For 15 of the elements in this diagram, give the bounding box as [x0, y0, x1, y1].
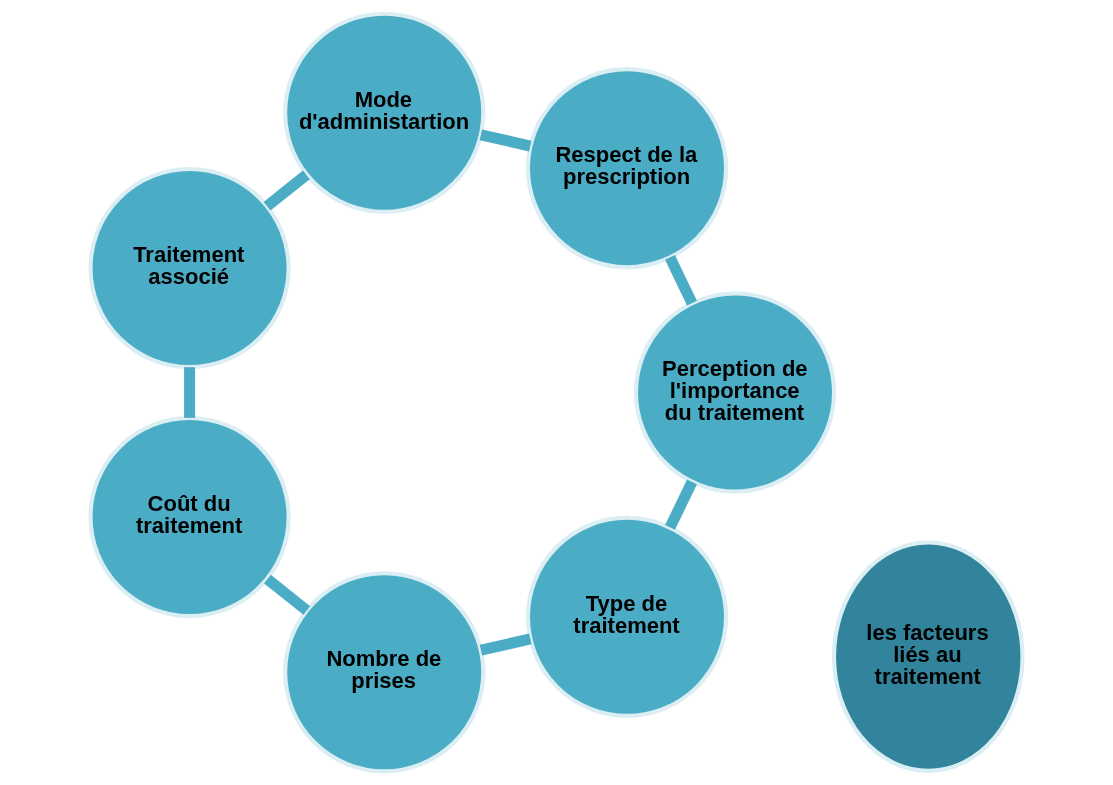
node-circle: Nombre de prises	[283, 571, 486, 774]
node-circle: Traitement associé	[88, 166, 291, 370]
connector	[264, 574, 311, 615]
connector	[479, 633, 532, 656]
node-circle: Perception de l'importance du traitement	[633, 291, 837, 494]
node-ellipse: les facteurs liés au traitement	[831, 540, 1025, 773]
connector	[665, 255, 697, 306]
connector	[263, 170, 310, 211]
node-circle: Type de traitement	[525, 515, 729, 718]
node-circle: Mode d'administartion	[283, 11, 486, 214]
connector	[184, 367, 196, 418]
connector	[665, 479, 697, 530]
connector	[479, 129, 532, 152]
node-circle: Coût du traitement	[88, 415, 291, 619]
node-circle: Respect de la prescription	[525, 67, 729, 270]
